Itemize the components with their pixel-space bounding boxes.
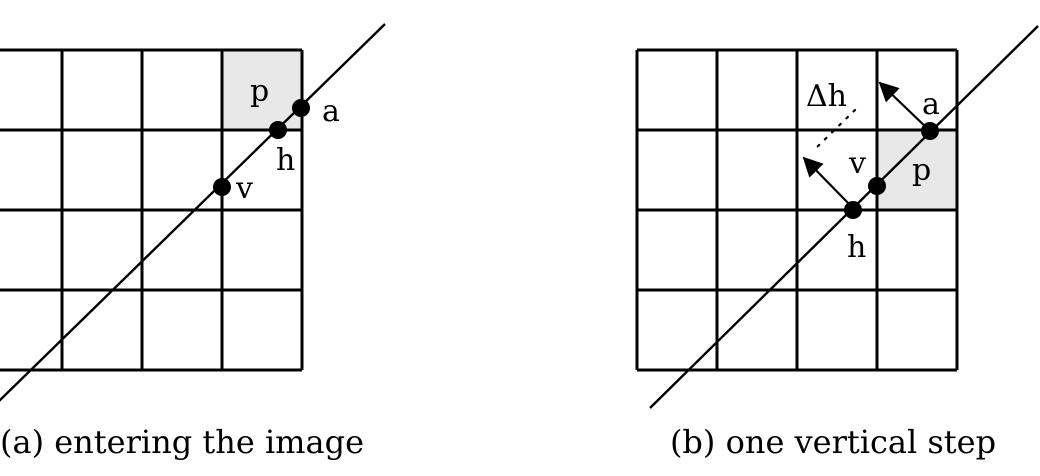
panel-a-point-v-label: v <box>235 171 253 206</box>
panel-a-point-h <box>269 121 287 139</box>
panel-a-caption: (a) entering the image <box>0 423 364 461</box>
panel-b-point-h <box>844 201 862 219</box>
panel-b-point-a-label: a <box>922 87 940 122</box>
panel-a-point-v <box>213 178 231 196</box>
panel-b-point-h-label: h <box>847 230 866 265</box>
panel-b-point-v <box>868 177 886 195</box>
panel-a-ray-line <box>0 23 386 402</box>
panel-a-point-h-label: h <box>276 143 295 178</box>
panel-b-delta-arrow-lower <box>802 156 854 209</box>
panel-b-delta-label: Δh <box>806 79 847 114</box>
panel-b-point-v-label: v <box>848 146 866 181</box>
panel-a: p a h v (a) entering the image <box>0 23 386 461</box>
panel-b-ray-line <box>649 25 1039 409</box>
panel-b-pixel-label: p <box>912 153 931 188</box>
panel-b-delta-arrow-upper <box>878 81 931 132</box>
panel-b-point-a <box>921 122 939 140</box>
panel-b-grid <box>635 48 959 372</box>
panel-b-delta-dotted-line <box>812 108 857 152</box>
panel-a-pixel-label: p <box>250 74 269 109</box>
panel-a-point-a-label: a <box>322 94 340 129</box>
panel-b-caption: (b) one vertical step <box>670 423 996 461</box>
panel-a-point-a <box>292 99 310 117</box>
panel-b: Δh a v p h (b) one vertical step <box>635 25 1039 461</box>
